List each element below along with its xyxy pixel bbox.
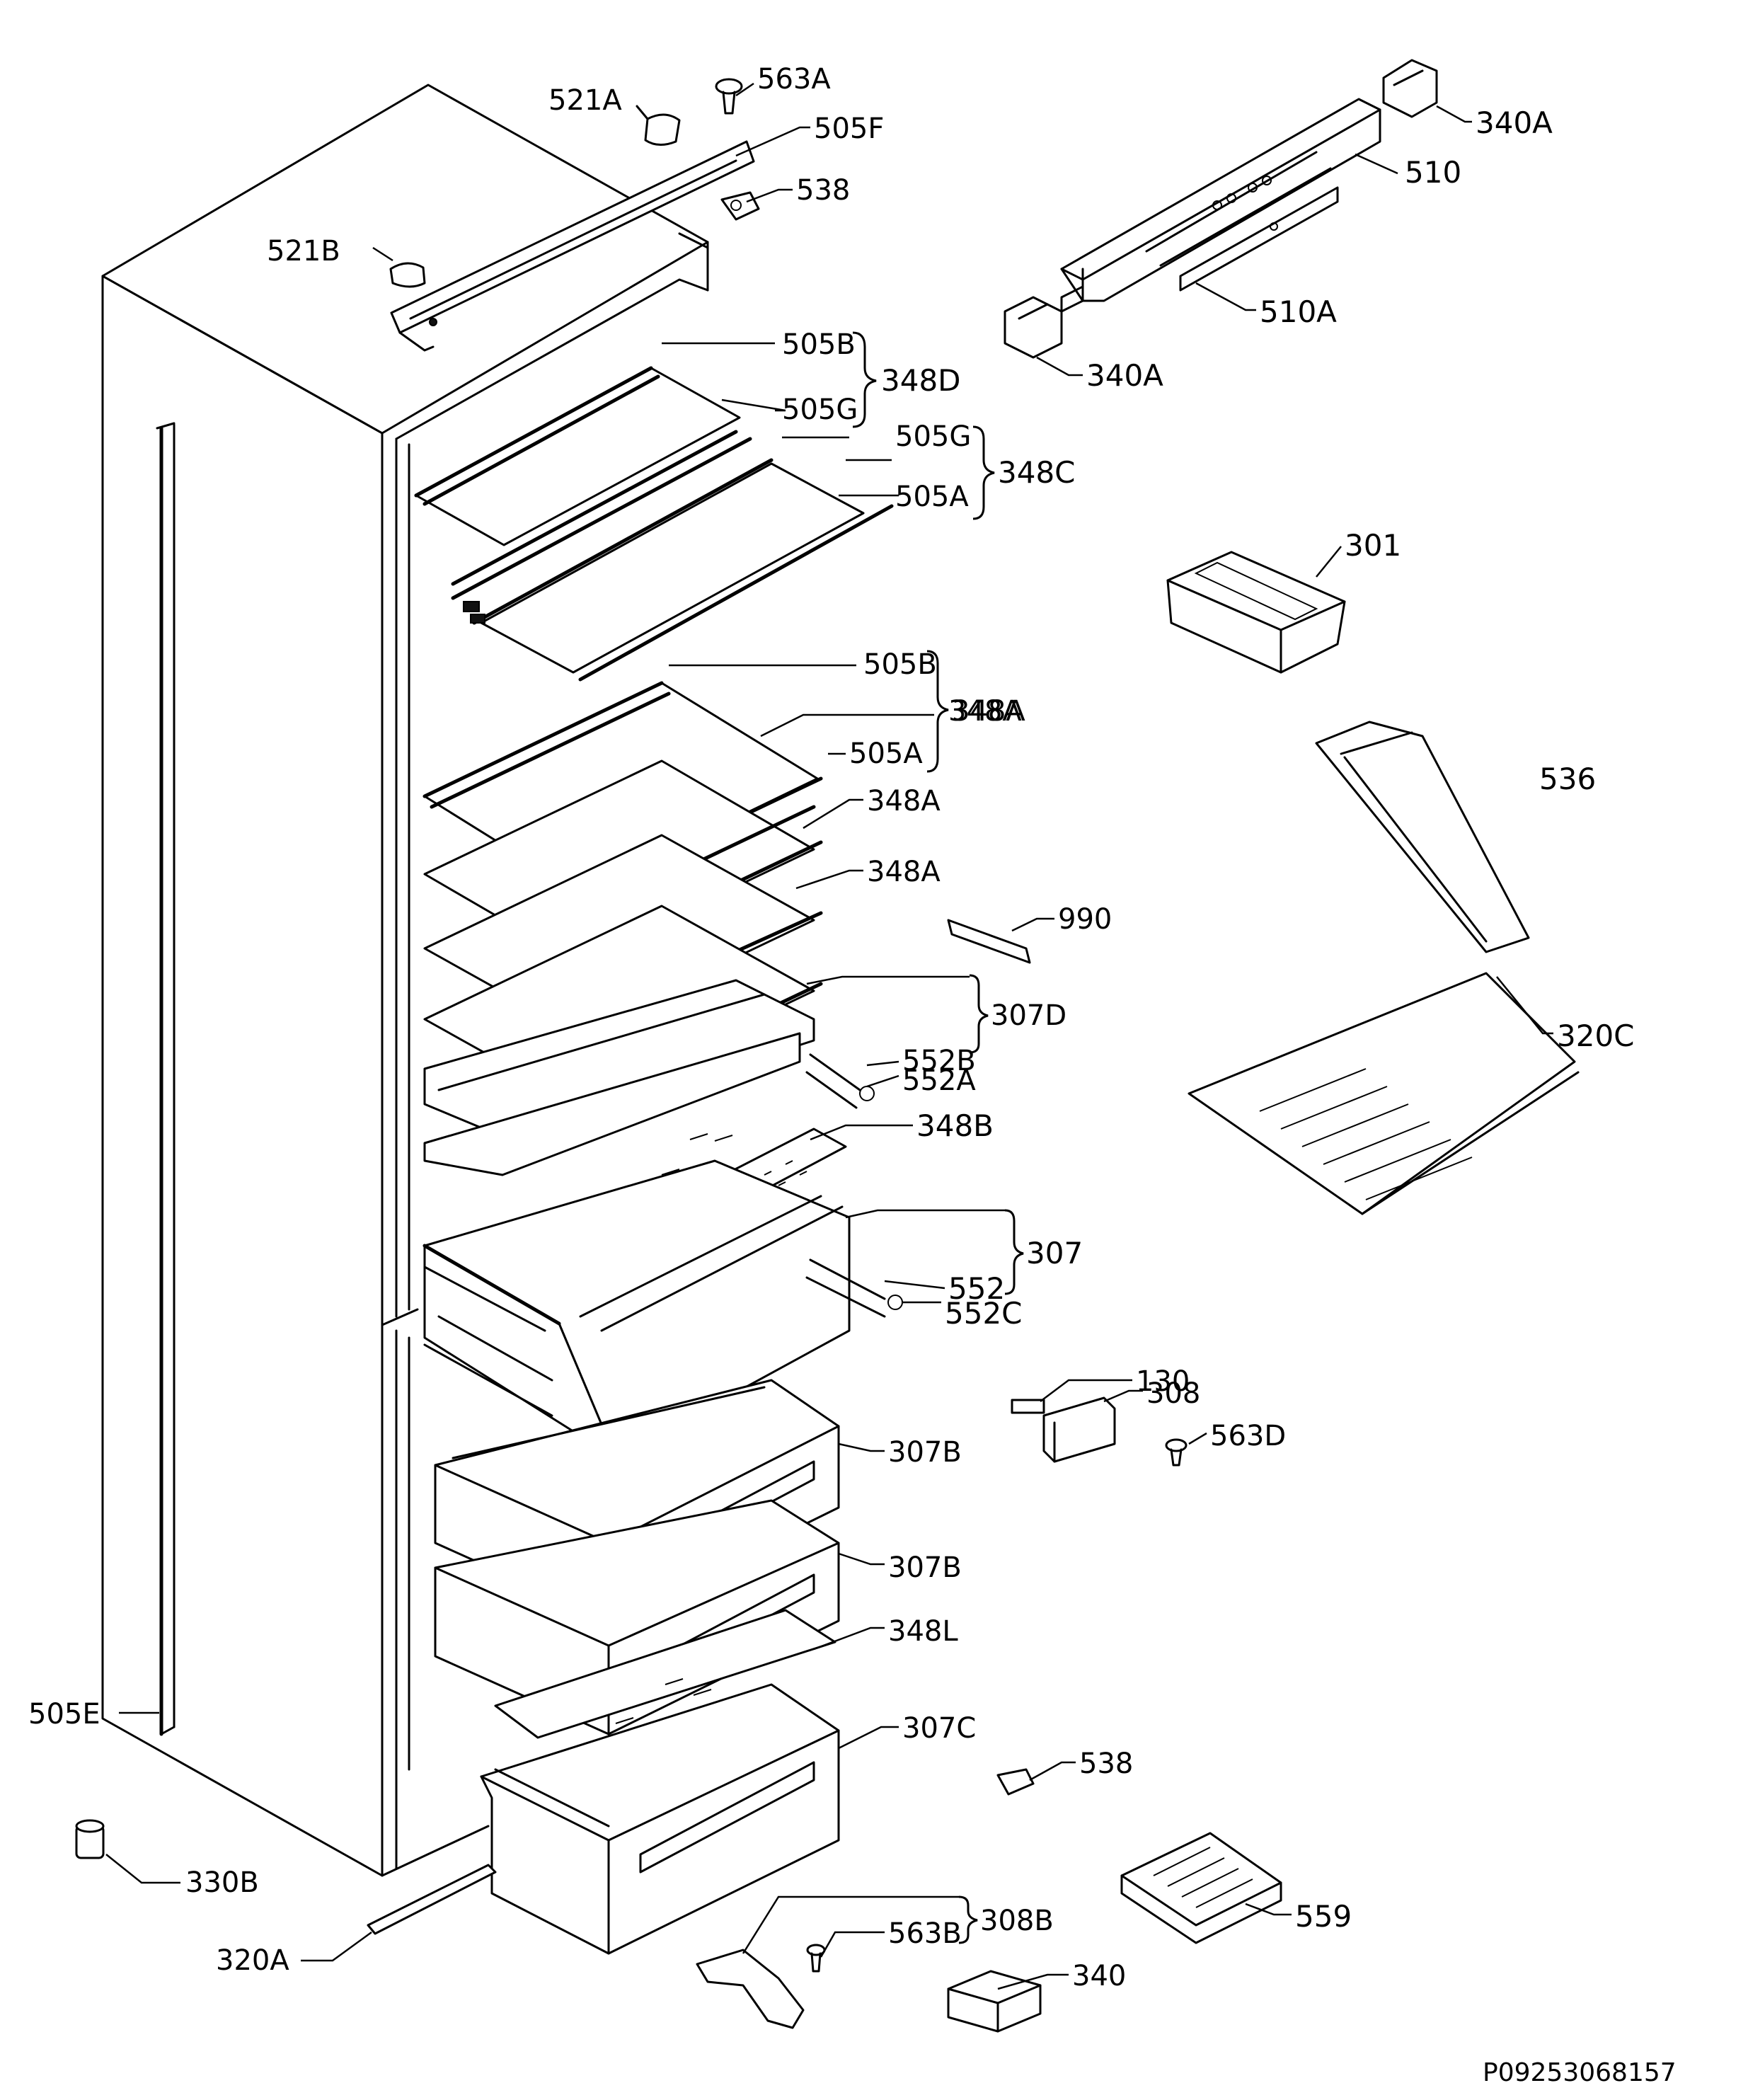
drawer-307c bbox=[480, 1683, 840, 1955]
top-hinge-rail bbox=[390, 140, 755, 352]
part-labels: 563A 521A 505F 538 521B 340A 510 510A 34… bbox=[28, 63, 1635, 1992]
group-label-307: 307 bbox=[1026, 1236, 1083, 1270]
label-301: 301 bbox=[1345, 528, 1401, 563]
freezer-cabinet bbox=[101, 84, 709, 1877]
end-cap-340a-bottom bbox=[1004, 296, 1063, 359]
label-536: 536 bbox=[1539, 762, 1596, 796]
label-552: 552 bbox=[948, 1271, 1005, 1306]
label-552a: 552A bbox=[902, 1065, 976, 1097]
label-505a-lower: 505A bbox=[849, 738, 923, 770]
group-braces bbox=[852, 331, 1024, 1944]
shelf-320c bbox=[1188, 972, 1580, 1215]
screw-563b bbox=[806, 1944, 826, 1973]
label-348a-3: 348A bbox=[867, 856, 941, 888]
label-348a-group-member: 348A bbox=[948, 695, 1022, 728]
hinge-308 bbox=[1042, 1396, 1116, 1463]
foot-330b bbox=[75, 1819, 105, 1859]
glass-shelf-348d bbox=[414, 366, 741, 586]
label-348a-2: 348A bbox=[867, 785, 941, 817]
group-label-348d: 348D bbox=[881, 363, 961, 398]
label-505e: 505E bbox=[28, 1698, 100, 1731]
label-538-top: 538 bbox=[796, 174, 850, 207]
label-510: 510 bbox=[1405, 155, 1461, 190]
label-563d: 563D bbox=[1210, 1420, 1286, 1452]
control-panel-510 bbox=[1060, 98, 1381, 313]
label-521a: 521A bbox=[548, 84, 622, 117]
leader-lines bbox=[105, 82, 1553, 1990]
label-505b-upper: 505B bbox=[782, 328, 856, 361]
label-505g-upper: 505G bbox=[782, 394, 858, 426]
label-521b: 521B bbox=[267, 235, 340, 268]
label-307b-1: 307B bbox=[888, 1436, 962, 1469]
label-505f: 505F bbox=[814, 113, 884, 145]
label-563b: 563B bbox=[888, 1917, 962, 1950]
label-320c: 320C bbox=[1557, 1019, 1635, 1053]
kick-plate-320a bbox=[367, 1864, 497, 1935]
glass-shelf-348c bbox=[451, 437, 894, 682]
group-label-308b: 308B bbox=[980, 1905, 1054, 1937]
label-130: 130 bbox=[1136, 1365, 1190, 1398]
label-510a: 510A bbox=[1260, 294, 1337, 329]
hinge-308b bbox=[696, 1949, 805, 2029]
label-559: 559 bbox=[1295, 1899, 1352, 1934]
label-340a-top: 340A bbox=[1476, 105, 1553, 140]
group-label-348c: 348C bbox=[998, 455, 1076, 490]
group-label-307d: 307D bbox=[991, 999, 1066, 1032]
label-308: 308 bbox=[1146, 1377, 1200, 1410]
screw-563d bbox=[1165, 1438, 1188, 1467]
drawer-307b-2 bbox=[434, 1499, 840, 1735]
part-990 bbox=[947, 919, 1031, 964]
label-330b: 330B bbox=[185, 1866, 259, 1899]
spacer-340 bbox=[947, 1970, 1042, 2033]
group-label-348a: 348A bbox=[952, 695, 1025, 728]
label-505a-upper: 505A bbox=[895, 481, 969, 513]
drawer-307 bbox=[422, 1159, 851, 1459]
label-307b-2: 307B bbox=[888, 1551, 962, 1584]
ice-tray-301 bbox=[1166, 551, 1346, 674]
screw-563a bbox=[715, 78, 743, 115]
label-307c: 307C bbox=[902, 1712, 976, 1745]
flap-536 bbox=[1315, 721, 1530, 953]
hinge-cap-521a bbox=[636, 105, 681, 146]
end-cap-340a-top bbox=[1382, 59, 1438, 118]
drawer-307d bbox=[423, 979, 815, 1176]
label-552c: 552C bbox=[945, 1296, 1023, 1331]
control-panel-cover-510a bbox=[1179, 186, 1339, 292]
label-552b: 552B bbox=[902, 1045, 976, 1077]
hinge-pin-538-top bbox=[720, 191, 760, 221]
label-348b: 348B bbox=[916, 1108, 994, 1143]
drawing-code: P09253068157 bbox=[1483, 2058, 1677, 2087]
label-348l: 348L bbox=[888, 1615, 958, 1648]
slide-rails-552 bbox=[805, 1053, 903, 1318]
part-130 bbox=[1011, 1399, 1045, 1414]
label-563a: 563A bbox=[757, 63, 831, 96]
label-320a: 320A bbox=[216, 1944, 289, 1977]
label-340: 340 bbox=[1072, 1960, 1126, 1992]
label-340a-bottom: 340A bbox=[1086, 358, 1163, 393]
group-labels: 348D 348C 348A 307D 307 308B bbox=[881, 363, 1083, 1937]
label-990: 990 bbox=[1058, 903, 1112, 936]
ice-box-lid-559 bbox=[1120, 1832, 1282, 1944]
label-505b-lower: 505B bbox=[863, 648, 937, 681]
label-538-bottom: 538 bbox=[1079, 1748, 1133, 1780]
hinge-cap-521b bbox=[389, 262, 426, 288]
hinge-pin-538-bottom bbox=[996, 1768, 1035, 1796]
label-505g-lower: 505G bbox=[895, 420, 971, 453]
